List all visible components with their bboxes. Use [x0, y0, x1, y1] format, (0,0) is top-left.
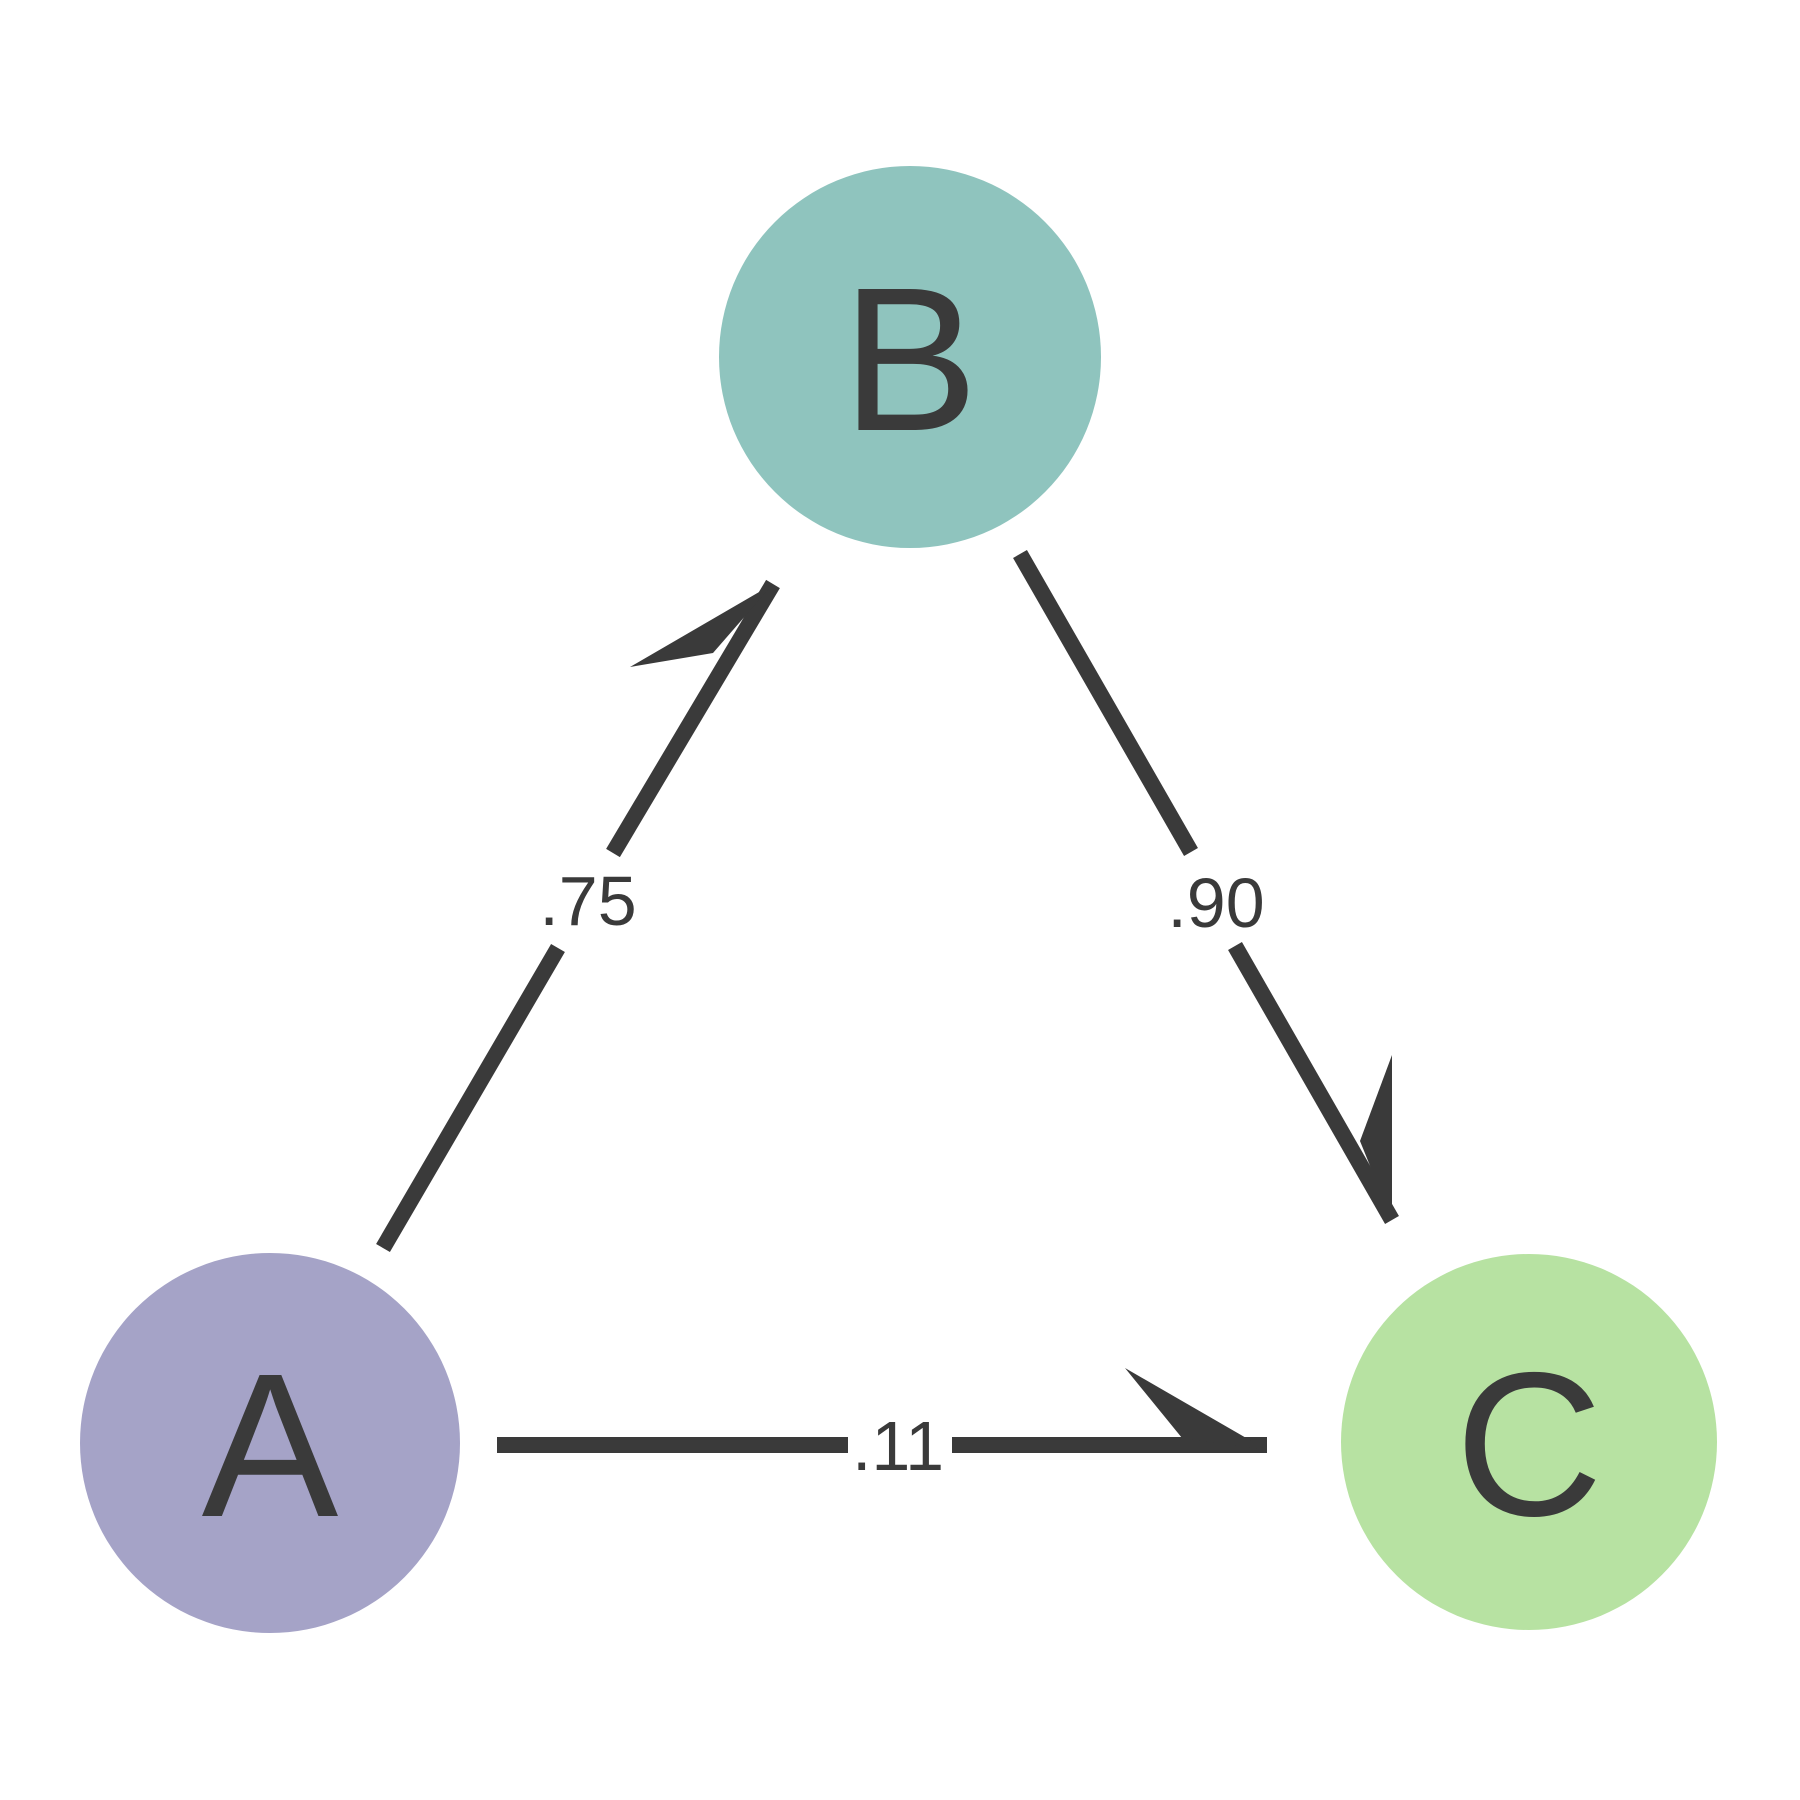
edge-a-to-c-weight-label: .11	[852, 1407, 944, 1485]
edge-b-to-c: .90	[1013, 550, 1399, 1224]
edge-b-to-c-weight-label: .90	[1167, 864, 1264, 942]
arrowhead-b-to-c-icon	[1360, 1055, 1392, 1220]
arrowhead-a-to-b-icon	[630, 584, 773, 667]
edge-a-to-c: .11	[497, 1368, 1267, 1485]
edge-a-to-b: .75	[376, 579, 780, 1253]
edge-a-to-b-line-lower	[376, 943, 565, 1253]
node-a: A	[80, 1253, 460, 1633]
edge-b-to-c-line-lower	[1228, 942, 1399, 1224]
edge-a-to-b-weight-label: .75	[539, 862, 636, 940]
node-b-label: B	[842, 245, 979, 474]
node-a-circle	[80, 1253, 460, 1633]
node-c-circle	[1341, 1254, 1717, 1630]
node-a-label: A	[202, 1331, 339, 1560]
node-c: C	[1341, 1254, 1717, 1630]
node-c-label: C	[1455, 1330, 1603, 1559]
node-b: B	[719, 166, 1101, 548]
edge-b-to-c-line-upper	[1013, 550, 1198, 856]
edge-a-to-b-line-upper	[606, 579, 780, 858]
node-b-circle	[719, 166, 1101, 548]
arrowhead-a-to-c-icon	[1125, 1368, 1267, 1450]
